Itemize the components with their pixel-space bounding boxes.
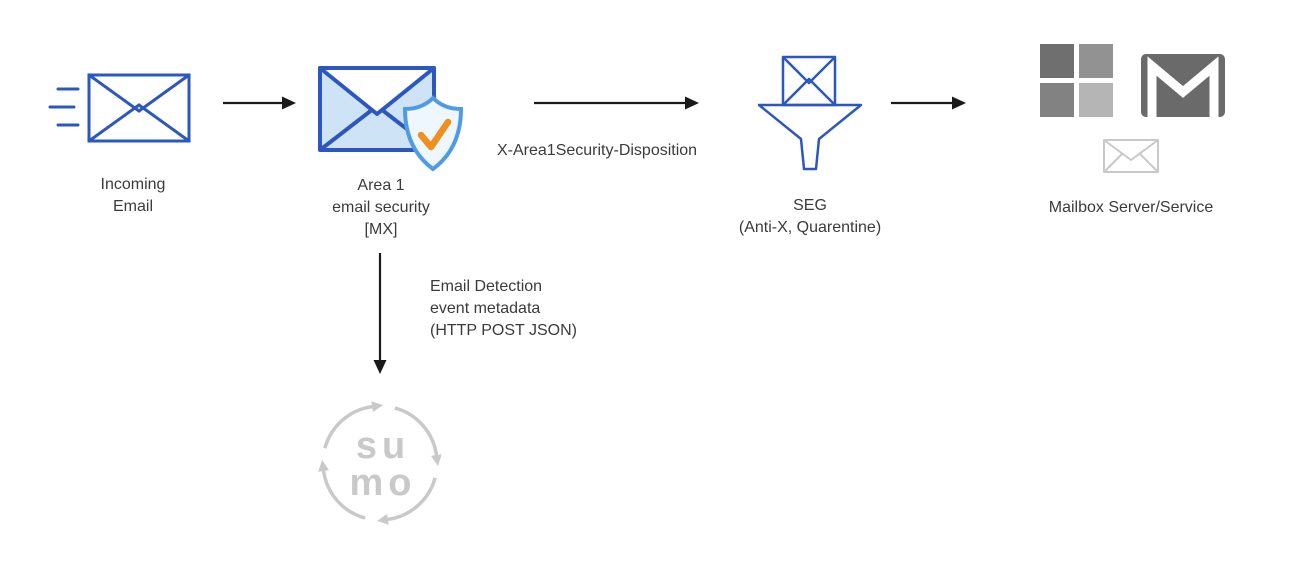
- area1-label-line3: [MX]: [364, 221, 398, 238]
- arrow-down-icon: [373, 253, 387, 374]
- incoming-label-line2: Email: [112, 198, 153, 215]
- metadata-label-line2: event metadata: [430, 300, 541, 317]
- area1-label: Area 1 email security [MX]: [311, 175, 451, 241]
- arrow-right-icon: [534, 96, 699, 110]
- area1-envelope-shield-icon: [318, 66, 464, 172]
- metadata-label-line3: (HTTP POST JSON): [430, 322, 577, 339]
- arrow-right-icon: [891, 96, 966, 110]
- shield-icon: [402, 95, 464, 172]
- envelope-flap: [782, 56, 836, 85]
- incoming-email-envelope-icon: [48, 73, 191, 143]
- disposition-header-label: X-Area1Security-Disposition: [497, 142, 698, 159]
- area1-label-line2: email security: [332, 199, 430, 216]
- seg-funnel-icon: [757, 55, 863, 171]
- microsoft-logo-icon: [1040, 44, 1113, 117]
- gmail-logo-icon: [1141, 54, 1225, 117]
- metadata-label-line1: Email Detection: [430, 278, 543, 295]
- mailbox-label: Mailbox Server/Service: [1048, 199, 1214, 216]
- incoming-email-label: Incoming Email: [63, 174, 203, 218]
- incoming-label-line1: Incoming: [100, 176, 166, 193]
- envelope-flap: [318, 66, 436, 116]
- funnel-icon: [757, 103, 863, 171]
- metadata-label: Email Detection event metadata (HTTP POS…: [430, 276, 577, 342]
- envelope-flap: [87, 73, 191, 113]
- seg-label-line2: (Anti-X, Quarentine): [738, 219, 882, 236]
- seg-label: SEG (Anti-X, Quarentine): [722, 195, 898, 239]
- checkmark-icon: [417, 118, 452, 151]
- seg-label-line1: SEG: [793, 197, 827, 214]
- area1-label-line1: Area 1: [357, 177, 405, 194]
- sumo-wordmark-top: su: [356, 425, 410, 467]
- envelope-fold: [87, 103, 191, 143]
- generic-envelope-icon: [1103, 139, 1159, 173]
- arrow-right-icon: [223, 96, 296, 110]
- envelope-fold: [782, 77, 836, 106]
- sumo-arrow-ring: [318, 401, 442, 525]
- sumo-wordmark-bottom: mo: [350, 462, 417, 504]
- sumo-logic-logo-icon: su mo: [318, 401, 442, 525]
- gmail-m-glyph: [1147, 56, 1219, 117]
